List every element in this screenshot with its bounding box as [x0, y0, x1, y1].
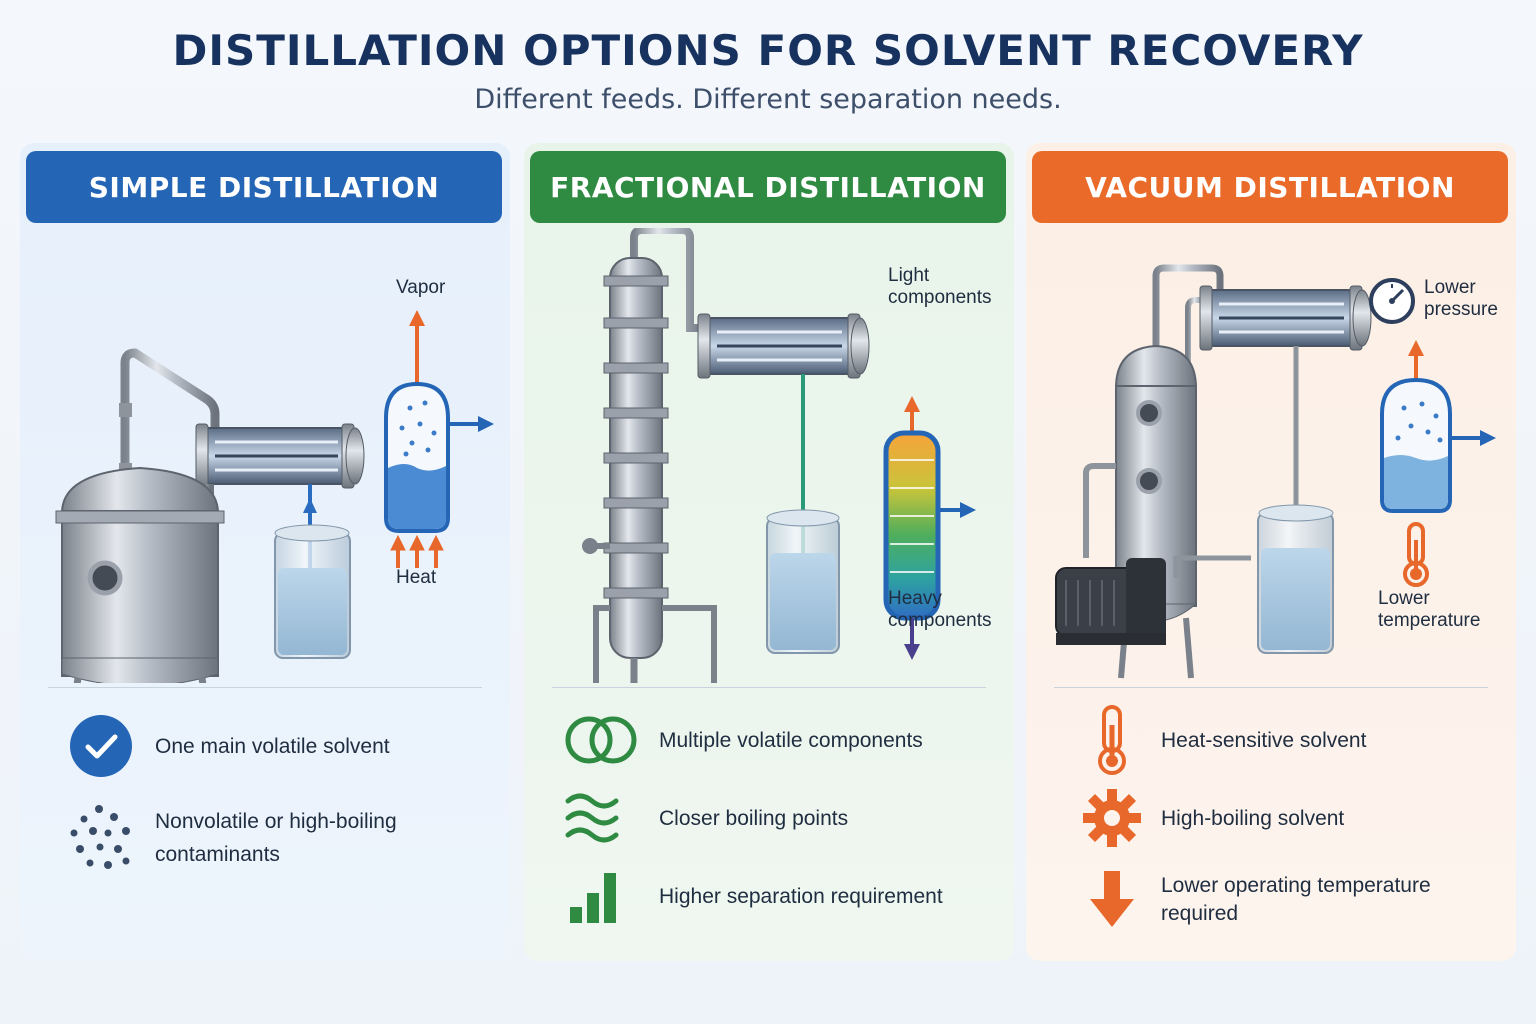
fractional-criterion-3-text: Higher separation requirement	[659, 884, 943, 908]
down-arrow-icon	[1090, 871, 1134, 927]
lower-pressure-label: Lower pressure	[1424, 277, 1498, 320]
vacuum-distillation-header: VACUUM DISTILLATION	[1032, 151, 1508, 223]
vacuum-divider	[1054, 687, 1488, 688]
page-subtitle: Different feeds. Different separation ne…	[474, 84, 1062, 115]
simple-criterion-1-text: One main volatile solvent	[155, 734, 390, 758]
bar-chart-icon	[570, 873, 616, 923]
simple-criterion-2-text: Nonvolatile or high-boiling contaminants	[155, 810, 397, 866]
thermometer-icon	[1098, 705, 1126, 775]
fractional-criterion-1: Multiple volatile components	[524, 705, 1014, 775]
vacuum-distillation-illustration	[1055, 264, 1496, 679]
simple-distillation-panel: SIMPLE DISTILLATION	[20, 143, 510, 961]
vacuum-criterion-2-text: High-boiling solvent	[1161, 806, 1345, 830]
boiler-vessel-icon	[61, 510, 219, 677]
overlap-circles-icon	[565, 716, 637, 764]
page-title: DISTILLATION OPTIONS FOR SOLVENT RECOVER…	[172, 26, 1364, 75]
simple-distillation-illustration	[55, 310, 494, 683]
heat-arrows-icon	[390, 534, 444, 568]
gauge-icon	[1369, 278, 1415, 324]
gear-icon	[1083, 789, 1141, 847]
fractional-divider	[552, 687, 986, 688]
fractional-distillation-illustration	[582, 228, 976, 683]
vapor-label: Vapor	[396, 277, 446, 298]
particles-icon	[70, 805, 130, 869]
heat-label: Heat	[396, 567, 437, 588]
lower-temperature-label: Lower temperature	[1378, 588, 1481, 631]
fractional-criterion-3: Higher separation requirement	[524, 861, 1014, 931]
vacuum-criterion-3: Lower operating temperature required	[1026, 865, 1516, 935]
check-circle-icon	[70, 715, 132, 777]
light-components-label: Light components	[888, 265, 992, 308]
vacuum-criterion-1: Heat-sensitive solvent	[1026, 705, 1516, 775]
waves-icon	[565, 793, 619, 843]
fractional-criterion-1-text: Multiple volatile components	[659, 728, 923, 752]
simple-divider	[48, 687, 482, 688]
fractional-distillation-panel: FRACTIONAL DISTILLATION	[524, 143, 1014, 961]
simple-criterion-2: Nonvolatile or high-boiling contaminants	[20, 803, 510, 879]
heavy-components-label: Heavy components	[888, 588, 992, 631]
vacuum-criterion-2: High-boiling solvent	[1026, 783, 1516, 853]
fractional-criterion-2-text: Closer boiling points	[659, 806, 849, 830]
simple-distillation-header: SIMPLE DISTILLATION	[26, 151, 502, 223]
vacuum-criterion-3-text: Lower operating temperature required	[1161, 874, 1431, 925]
simple-criterion-1: One main volatile solvent	[20, 711, 510, 781]
vacuum-distillation-panel: VACUUM DISTILLATION	[1026, 143, 1516, 961]
vacuum-criterion-1-text: Heat-sensitive solvent	[1161, 728, 1367, 752]
fractional-criterion-2: Closer boiling points	[524, 783, 1014, 853]
fractional-distillation-header: FRACTIONAL DISTILLATION	[530, 151, 1006, 223]
